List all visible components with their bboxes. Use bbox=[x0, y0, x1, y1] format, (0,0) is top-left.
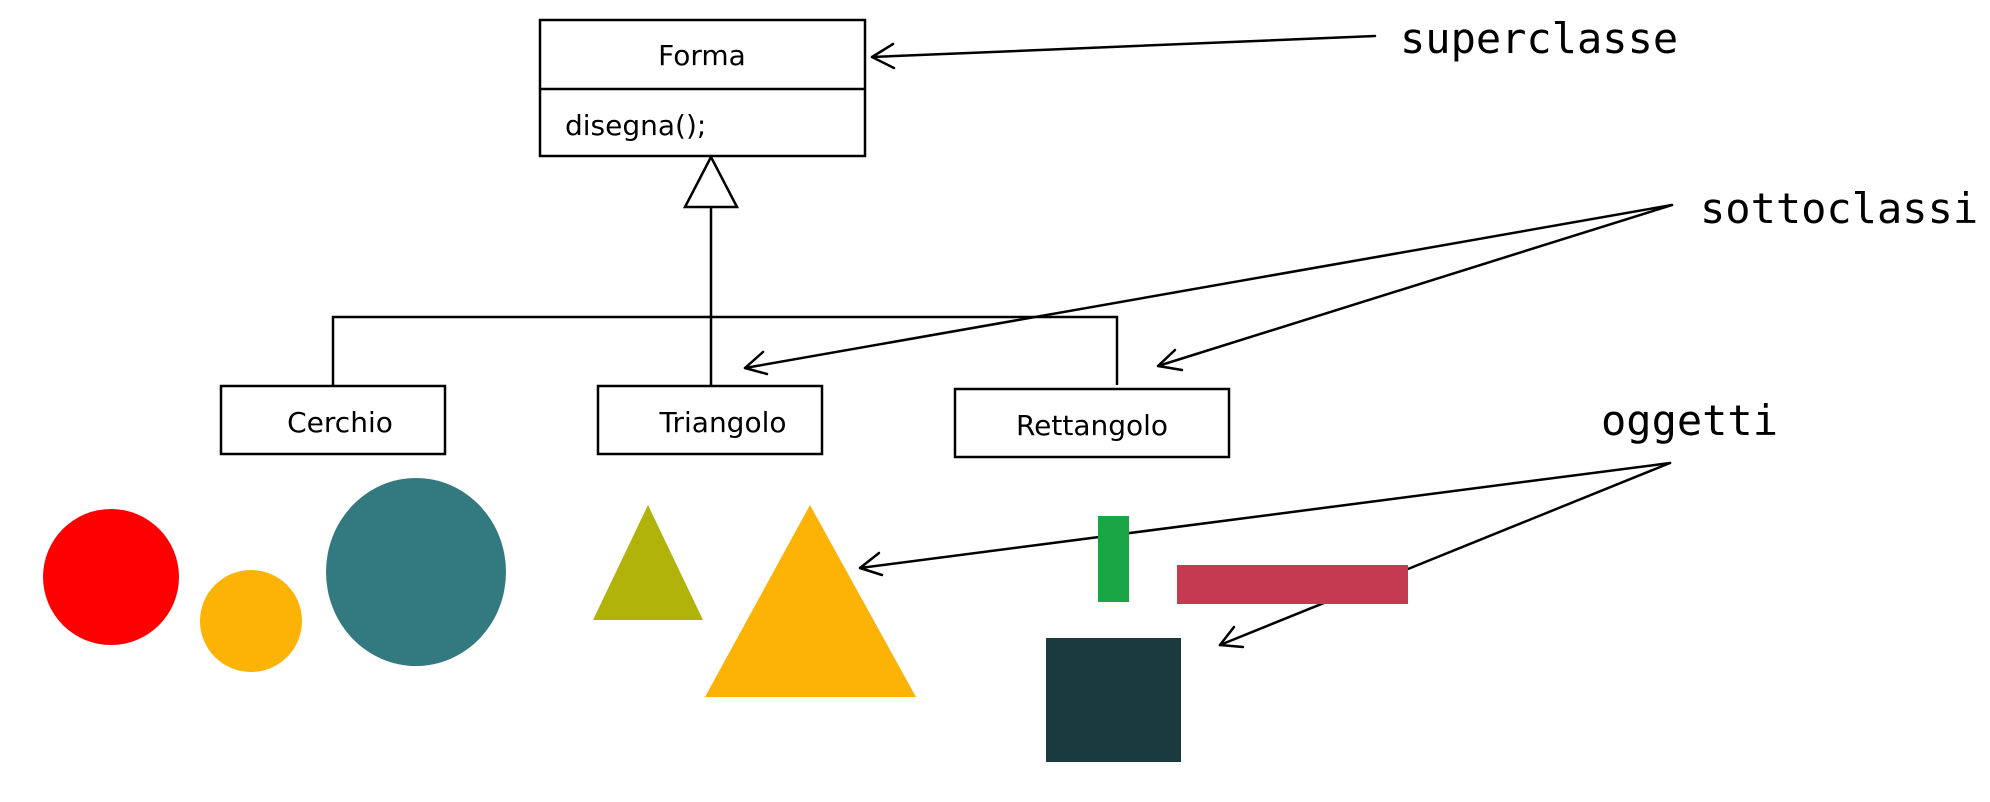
circle-object-teal bbox=[326, 478, 506, 666]
circle-object-orange bbox=[200, 570, 302, 672]
arrow-superclass bbox=[870, 34, 1377, 70]
triangle-object-olive bbox=[593, 505, 703, 620]
superclass-name: Forma bbox=[658, 39, 746, 72]
annotation-objects: oggetti bbox=[1601, 396, 1778, 445]
arrow-object-triangle bbox=[858, 461, 1672, 577]
arrow-object-square bbox=[1218, 461, 1672, 649]
arrow-subclass-triangolo bbox=[743, 203, 1674, 376]
subclass-label: Rettangolo bbox=[1016, 409, 1168, 442]
subclass-label: Triangolo bbox=[659, 406, 787, 439]
subclass-box-triangolo: Triangolo bbox=[596, 384, 824, 456]
inheritance-branch bbox=[331, 315, 1119, 385]
subclass-box-rettangolo: Rettangolo bbox=[953, 387, 1231, 459]
superclass-box: Forma disegna(); bbox=[538, 18, 867, 158]
superclass-method: disegna(); bbox=[565, 109, 706, 142]
annotation-superclass: superclasse bbox=[1400, 14, 1678, 63]
circle-object-red bbox=[43, 509, 179, 645]
inheritance-arrowhead bbox=[682, 154, 740, 209]
rectangle-object-crimson bbox=[1177, 565, 1408, 604]
triangle-object-orange bbox=[705, 505, 916, 697]
annotation-subclasses: sottoclassi bbox=[1700, 184, 1978, 233]
subclass-label: Cerchio bbox=[287, 406, 393, 439]
rectangle-object-green bbox=[1098, 516, 1129, 602]
square-object-dark bbox=[1046, 638, 1181, 762]
subclass-box-cerchio: Cerchio bbox=[219, 384, 447, 456]
arrow-subclass-rettangolo bbox=[1156, 203, 1674, 372]
